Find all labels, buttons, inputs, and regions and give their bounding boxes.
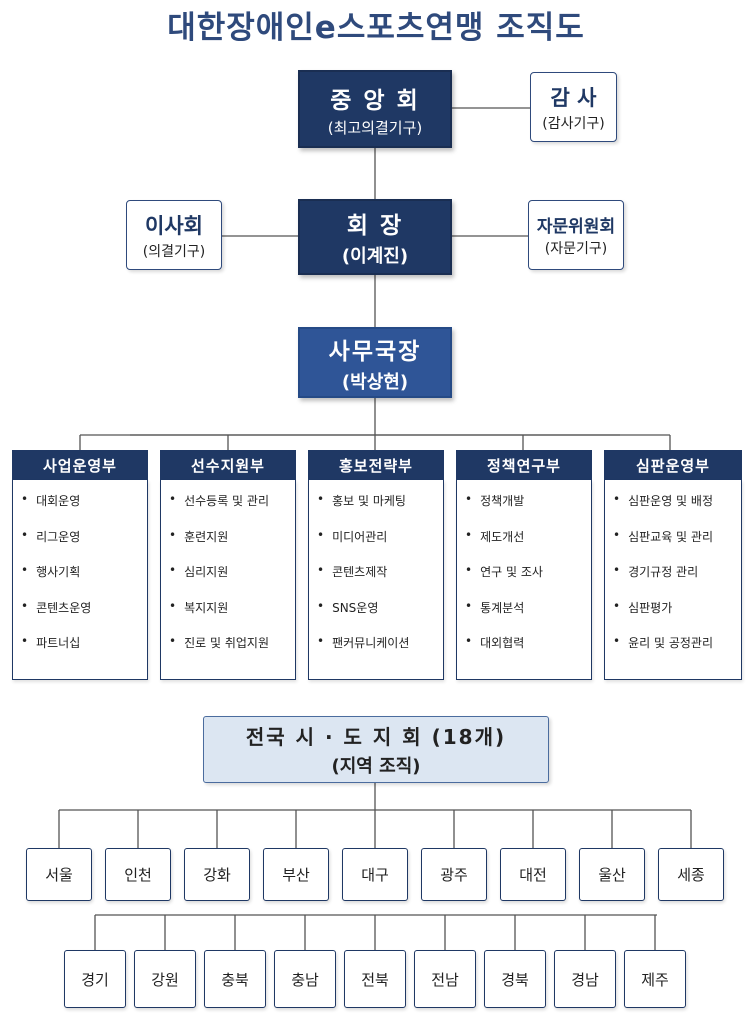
dept-item: •정책개발 xyxy=(465,492,525,508)
region-jeju: 제주 xyxy=(624,950,686,1008)
dept-item: •훈련지원 xyxy=(169,527,229,544)
dept-item: •선수등록 및 관리 xyxy=(169,492,269,508)
region-daejeon: 대전 xyxy=(500,848,566,901)
dept-body-policy: •정책개발 •제도개선 •연구 및 조사 •통계분석 •대외협력 xyxy=(456,480,592,680)
dept-item: •심판교육 및 관리 xyxy=(613,527,713,544)
regional-branches-title: 전국 시 · 도 지 회 (18개) xyxy=(245,725,507,749)
dept-item: •복지지원 xyxy=(169,598,229,615)
region-ulsan: 울산 xyxy=(579,848,645,901)
dept-item: •심리지원 xyxy=(169,563,229,579)
advisory-box: 자문위원회 (자문기구) xyxy=(528,200,624,270)
dept-body-business: •대회운영 •리그운영 •행사기획 •콘텐츠운영 •파트너십 xyxy=(12,480,148,680)
board-box: 이사회 (의결기구) xyxy=(126,200,222,270)
dept-item: •통계분석 xyxy=(465,598,525,615)
dept-item: •제도개선 xyxy=(465,527,525,544)
board-name: 이사회 xyxy=(145,213,203,238)
dept-item: •진로 및 취업지원 xyxy=(169,634,269,650)
region-jeonbuk: 전북 xyxy=(344,950,406,1008)
dept-body-athlete: •선수등록 및 관리 •훈련지원 •심리지원 •복지지원 •진로 및 취업지원 xyxy=(160,480,296,680)
dept-item: •SNS운영 xyxy=(317,598,379,615)
region-gangwon: 강원 xyxy=(134,950,196,1008)
board-sub: (의결기구) xyxy=(142,243,206,260)
dept-item: •심판운영 및 배정 xyxy=(613,492,713,508)
audit-box: 감 사 (감사기구) xyxy=(530,72,617,142)
advisory-sub: (자문기구) xyxy=(544,241,608,257)
central-committee-name: 중 앙 회 xyxy=(330,87,420,114)
dept-item: •리그운영 xyxy=(21,527,81,544)
dept-item: •연구 및 조사 xyxy=(465,563,543,579)
region-gwangju: 광주 xyxy=(421,848,487,901)
dept-item: •콘텐츠운영 xyxy=(21,598,92,615)
dept-item: •팬커뮤니케이션 xyxy=(317,634,410,650)
region-sejong: 세종 xyxy=(658,848,724,901)
dept-item: •윤리 및 공정관리 xyxy=(613,634,713,650)
dept-header-referee: 심판운영부 xyxy=(604,450,742,480)
dept-item: •경기규정 관리 xyxy=(613,563,699,579)
region-chungnam: 충남 xyxy=(274,950,336,1008)
region-seoul: 서울 xyxy=(26,848,92,901)
regional-branches-box: 전국 시 · 도 지 회 (18개) (지역 조직) xyxy=(203,716,549,783)
region-gyeongbuk: 경북 xyxy=(484,950,546,1008)
regional-branches-sub: (지역 조직) xyxy=(331,756,421,777)
dept-item: •심판평가 xyxy=(613,598,673,615)
dept-item: •홍보 및 마케팅 xyxy=(317,492,406,508)
dept-item: •파트너십 xyxy=(21,634,81,650)
page-title: 대한장애인e스포츠연맹 조직도 xyxy=(167,10,585,46)
audit-name: 감 사 xyxy=(550,85,597,110)
dept-item: •미디어관리 xyxy=(317,527,388,544)
audit-sub: (감사기구) xyxy=(542,115,605,132)
dept-header-promotion: 홍보전략부 xyxy=(308,450,444,480)
region-gyeongnam: 경남 xyxy=(554,950,616,1008)
dept-item: •대회운영 xyxy=(21,492,81,508)
region-chungbuk: 충북 xyxy=(204,950,266,1008)
president-name: (이계진) xyxy=(341,246,409,267)
dept-item: •행사기획 xyxy=(21,563,81,579)
region-daegu: 대구 xyxy=(342,848,408,901)
dept-body-promotion: •홍보 및 마케팅 •미디어관리 •콘텐츠제작 •SNS운영 •팬커뮤니케이션 xyxy=(308,480,444,680)
secretary-general-name: (박상현) xyxy=(341,371,409,393)
dept-item: •대외협력 xyxy=(465,634,525,650)
secretary-general-title: 사무국장 xyxy=(328,338,422,365)
region-jeonnam: 전남 xyxy=(414,950,476,1008)
central-committee-sub: (최고의결기구) xyxy=(327,118,423,137)
advisory-name: 자문위원회 xyxy=(536,217,616,237)
president-box: 회 장 (이계진) xyxy=(298,199,452,275)
dept-header-policy: 정책연구부 xyxy=(456,450,592,480)
region-gyeonggi: 경기 xyxy=(64,950,126,1008)
dept-body-referee: •심판운영 및 배정 •심판교육 및 관리 •경기규정 관리 •심판평가 •윤리… xyxy=(604,480,742,680)
president-title: 회 장 xyxy=(346,213,404,239)
secretary-general-box: 사무국장 (박상현) xyxy=(298,327,452,398)
dept-item: •콘텐츠제작 xyxy=(317,563,388,579)
region-busan: 부산 xyxy=(263,848,329,901)
central-committee-box: 중 앙 회 (최고의결기구) xyxy=(298,70,452,148)
region-incheon: 인천 xyxy=(105,848,171,901)
dept-header-athlete: 선수지원부 xyxy=(160,450,296,480)
region-ganghwa: 강화 xyxy=(184,848,250,901)
dept-header-business: 사업운영부 xyxy=(12,450,148,480)
